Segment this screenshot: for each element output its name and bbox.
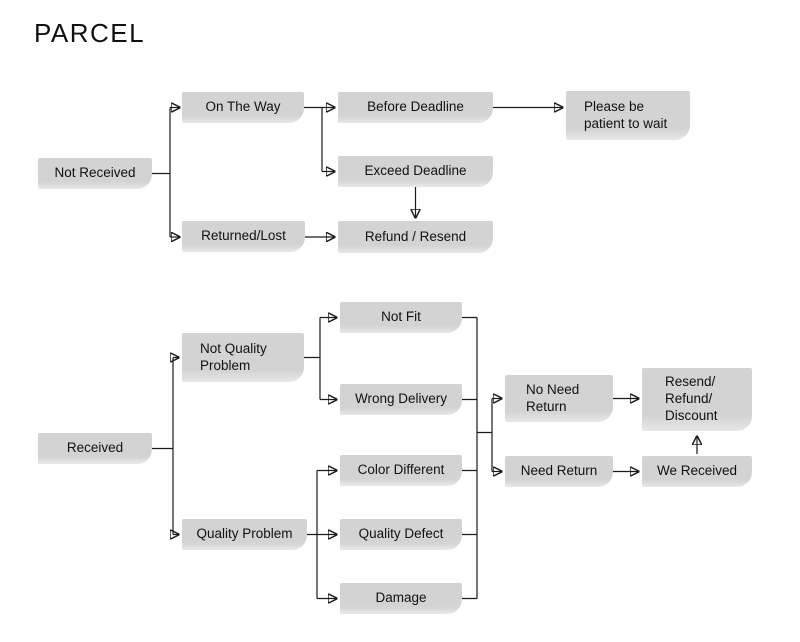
- node-label: Before Deadline: [367, 99, 464, 115]
- node-we-received: We Received: [642, 456, 752, 487]
- node-exceed-deadline: Exceed Deadline: [338, 156, 493, 187]
- node-label: Please be patient to wait: [584, 98, 668, 131]
- node-before-deadline: Before Deadline: [338, 92, 493, 123]
- node-label: On The Way: [205, 99, 281, 115]
- node-label: Color Different: [357, 462, 445, 478]
- node-not-fit: Not Fit: [340, 302, 462, 333]
- node-label: Wrong Delivery: [354, 391, 448, 407]
- node-wrong-delivery: Wrong Delivery: [340, 384, 462, 415]
- node-label: Damage: [375, 590, 427, 606]
- node-not-quality-problem: Not Quality Problem: [182, 333, 304, 382]
- node-label: Returned/Lost: [201, 228, 286, 244]
- node-label: Not Received: [54, 165, 136, 181]
- node-please-be-patient: Please be patient to wait: [566, 91, 690, 140]
- node-on-the-way: On The Way: [182, 92, 304, 123]
- node-label: Not Quality Problem: [200, 340, 267, 373]
- node-label: We Received: [656, 463, 738, 479]
- node-label: Not Fit: [381, 309, 421, 325]
- node-label: Resend/ Refund/ Discount: [665, 374, 718, 423]
- page-title: PARCEL: [34, 18, 146, 48]
- node-received: Received: [38, 433, 152, 464]
- node-damage: Damage: [340, 583, 462, 614]
- node-label: Received: [66, 440, 124, 456]
- node-label: Quality Defect: [358, 526, 444, 542]
- node-need-return: Need Return: [505, 456, 613, 487]
- node-resend-refund-discount: Resend/ Refund/ Discount: [642, 368, 752, 431]
- node-no-need-return: No Need Return: [505, 375, 613, 422]
- node-returned-lost: Returned/Lost: [182, 221, 305, 252]
- node-color-different: Color Different: [340, 455, 462, 486]
- node-refund-resend: Refund / Resend: [338, 221, 493, 253]
- node-label: Quality Problem: [196, 526, 293, 542]
- node-label: Refund / Resend: [364, 228, 467, 244]
- node-not-received: Not Received: [38, 158, 152, 189]
- node-quality-defect: Quality Defect: [340, 519, 462, 550]
- node-label: Exceed Deadline: [364, 163, 467, 179]
- node-label: Need Return: [520, 463, 598, 479]
- node-quality-problem: Quality Problem: [182, 519, 307, 550]
- node-label: No Need Return: [526, 381, 580, 414]
